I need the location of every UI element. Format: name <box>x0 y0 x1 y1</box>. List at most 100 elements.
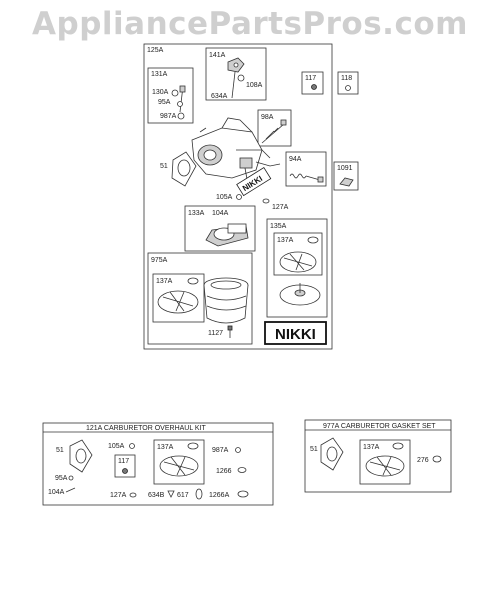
callout-104A: 104A <box>48 489 65 496</box>
fuel-bowl-part <box>203 277 249 324</box>
main-assembly-frame <box>143 43 333 350</box>
callout-133A: 133A <box>188 210 205 217</box>
nikki-logo-box <box>264 321 327 345</box>
gasket-set-frame <box>304 419 452 493</box>
part-117-icon <box>311 84 317 90</box>
callout-95A: 95A <box>158 99 171 106</box>
gasket-set: 977A CARBURETOR GASKET SET 51 137A 276 <box>304 419 452 493</box>
callout-135A: 135A <box>270 223 287 230</box>
callout-634B: 634B <box>148 492 165 499</box>
callout-95A: 95A <box>55 475 68 482</box>
box-141A <box>205 47 267 101</box>
main-assembly: 125A 131A 130A 95A 987A 141A 108A 634A 1… <box>143 43 359 350</box>
callout-98A: 98A <box>261 114 274 121</box>
callout-634A: 634A <box>211 93 228 100</box>
callout-137A: 137A <box>363 444 380 451</box>
callout-137A: 137A <box>156 278 173 285</box>
float-part <box>279 283 321 306</box>
box-135A <box>266 218 328 318</box>
gasket-51-part <box>69 439 93 473</box>
part-127A-icon <box>129 492 137 498</box>
part-276-icon <box>432 455 442 463</box>
part-117-icon <box>122 468 128 474</box>
callout-975A: 975A <box>151 257 168 264</box>
bowl-bolt-part <box>227 325 233 338</box>
callout-1091: 1091 <box>337 165 353 172</box>
gasket-137A-part <box>365 455 405 477</box>
part-1266A-icon <box>237 490 249 498</box>
callout-987A: 987A <box>212 447 229 454</box>
callout-117: 117 <box>118 458 129 465</box>
throttle-shaft-part <box>227 57 245 99</box>
box-118 <box>337 71 359 95</box>
callout-105A: 105A <box>216 194 233 201</box>
callout-617: 617 <box>177 492 189 499</box>
callout-137A: 137A <box>277 237 294 244</box>
part-987A-icon <box>235 447 241 453</box>
callout-94A: 94A <box>289 156 302 163</box>
box-133A <box>184 205 256 252</box>
float-bowl-part <box>205 223 249 247</box>
callout-104A: 104A <box>212 210 229 217</box>
box-117 <box>301 71 324 95</box>
callout-141A: 141A <box>209 52 226 59</box>
overhaul-kit-frame <box>42 422 274 506</box>
spring-screw-part <box>289 173 324 183</box>
box-1091 <box>333 161 359 191</box>
callout-987A: 987A <box>160 113 177 120</box>
box-98A <box>257 109 292 147</box>
part-1091-icon <box>339 177 354 187</box>
callout-130A: 130A <box>152 89 169 96</box>
gasket-set-title: 977A CARBURETOR GASKET SET <box>323 423 436 430</box>
idle-screw-part <box>261 119 287 144</box>
oring-icon <box>392 442 404 450</box>
callout-276: 276 <box>417 457 429 464</box>
callout-1266A: 1266A <box>209 492 230 499</box>
part-1266-icon <box>237 467 247 473</box>
part-105A-icon <box>129 443 135 449</box>
part-105A-icon <box>236 194 242 200</box>
box-137A-975 <box>152 273 205 323</box>
callout-137A: 137A <box>157 444 174 451</box>
callout-127A: 127A <box>272 204 289 211</box>
callout-131A: 131A <box>151 71 168 78</box>
diaphragm-gasket-part <box>279 251 317 273</box>
box-975A <box>147 252 253 345</box>
callout-118: 118 <box>341 75 352 82</box>
callout-108A: 108A <box>246 82 263 89</box>
box-117 <box>114 454 136 478</box>
oring-icon <box>187 277 199 285</box>
callout-117: 117 <box>305 75 316 82</box>
callout-127A: 127A <box>110 492 127 499</box>
part-104A-icon <box>65 487 76 493</box>
callout-51: 51 <box>56 447 64 454</box>
gasket-137A-part <box>157 290 199 314</box>
callout-1266: 1266 <box>216 468 232 475</box>
overhaul-kit: 121A CARBURETOR OVERHAUL KIT 51 95A 104A… <box>42 422 274 506</box>
part-118-icon <box>345 85 351 91</box>
oring-icon <box>307 236 319 244</box>
callout-125A: 125A <box>147 47 164 54</box>
box-137A-inner <box>273 232 323 276</box>
callout-1127: 1127 <box>208 330 223 337</box>
oring-icon <box>187 442 199 450</box>
part-95A-icon <box>68 475 74 481</box>
gasket-51-part <box>320 437 344 471</box>
overhaul-kit-title: 121A CARBURETOR OVERHAUL KIT <box>86 425 207 432</box>
part-127A-icon <box>262 198 270 204</box>
callout-105A: 105A <box>108 443 125 450</box>
nikki-logo-text: NIKKI <box>275 326 316 343</box>
choke-shaft-part <box>171 85 186 120</box>
callout-51: 51 <box>160 163 168 170</box>
watermark: AppliancePartsPros.com <box>32 6 468 42</box>
box-137A <box>359 439 411 485</box>
box-137A <box>153 439 205 485</box>
carburetor-body <box>191 117 281 186</box>
box-131A <box>147 67 194 124</box>
gasket-137A-part <box>159 455 199 477</box>
gasket-51-part <box>171 151 197 187</box>
callout-51: 51 <box>310 446 318 453</box>
box-94A <box>285 151 327 187</box>
part-617-icon <box>195 488 203 500</box>
